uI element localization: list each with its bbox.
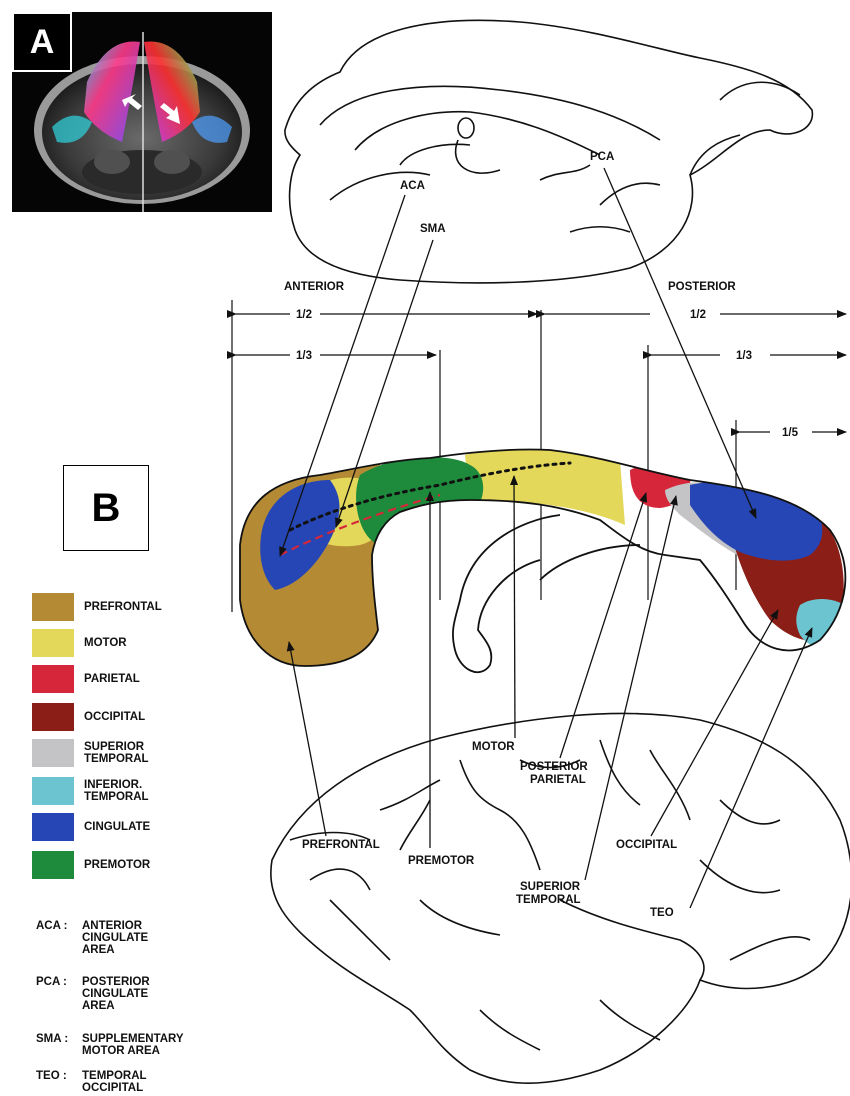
legend-label: CINGULATE [84,821,150,833]
legend-swatch [32,777,74,805]
abbreviation-key: SMA : [36,1033,68,1045]
legend-swatch [32,593,74,621]
sma-label: SMA [420,223,446,235]
legend-swatch [32,703,74,731]
pca-label: PCA [590,151,614,163]
legend-label: PREFRONTAL [84,601,162,613]
posterior-fifth-label: 1/5 [782,427,799,439]
fraction-labels: 1/2 1/2 1/3 1/3 1/5 [296,309,799,439]
abbreviation-definition: POSTERIOR CINGULATE AREA [82,976,150,1012]
abbreviation-key: PCA : [36,976,67,988]
aca-label: ACA [400,180,425,192]
anterior-half-label: 1/2 [296,309,312,321]
lateral-occipital-label: OCCIPITAL [616,839,677,851]
lateral-premotor-label: PREMOTOR [408,855,475,867]
cc-region-motor [465,450,625,525]
legend-label: PARIETAL [84,673,140,685]
medial-brain-outline [285,20,812,283]
posterior-label: POSTERIOR [668,281,736,293]
anterior-third-label: 1/3 [296,350,312,362]
abbreviation-definition: SUPPLEMENTARY MOTOR AREA [82,1033,184,1057]
abbreviation-definition: TEMPORAL OCCIPITAL [82,1070,147,1094]
cc-region-cingulate-posterior [690,481,822,560]
legend-swatch [32,813,74,841]
lateral-prefrontal-label: PREFRONTAL [302,839,380,851]
lateral-teo-label: TEO [650,907,674,919]
posterior-third-label: 1/3 [736,350,752,362]
panel-a-label: A [12,12,72,72]
legend-swatch [32,739,74,767]
cc-region-inferior-temporal [796,599,850,652]
legend-label: INFERIOR. TEMPORAL [84,779,149,803]
panel-b-label: B [63,465,149,551]
abbreviation-key: ACA : [36,920,68,932]
legend-swatch [32,629,74,657]
legend-swatch [32,851,74,879]
legend-label: PREMOTOR [84,859,150,871]
legend-label: MOTOR [84,637,127,649]
anterior-label: ANTERIOR [284,281,345,293]
legend-label: OCCIPITAL [84,711,145,723]
medial-region-labels: ACA PCA SMA [400,151,614,235]
posterior-half-label: 1/2 [690,309,706,321]
abbreviation-key: TEO : [36,1070,67,1082]
legend-swatch [32,665,74,693]
abbreviation-definition: ANTERIOR CINGULATE AREA [82,920,148,956]
lateral-motor-label: MOTOR [472,741,515,753]
legend-label: SUPERIOR TEMPORAL [84,741,149,765]
